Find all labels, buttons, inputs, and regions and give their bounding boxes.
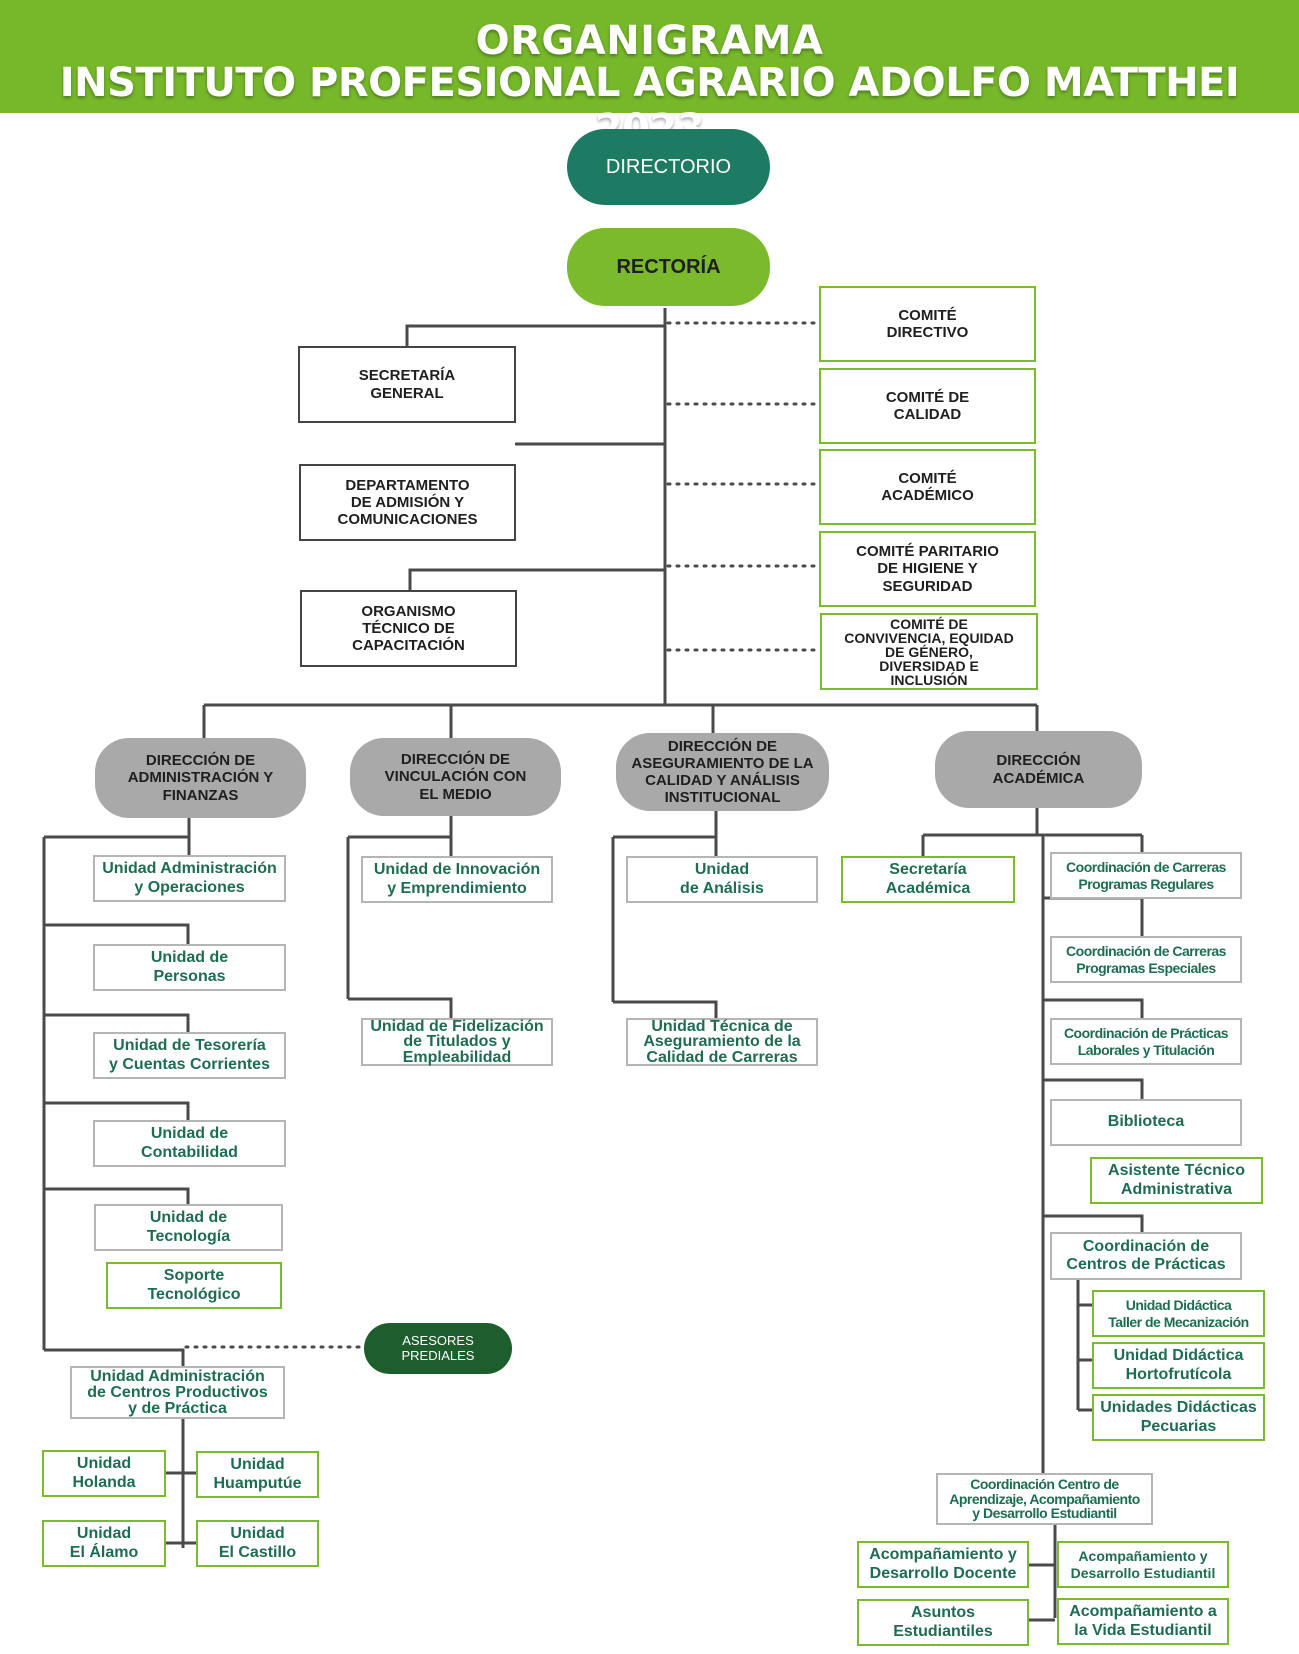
comite-directivo-box: COMITÉ DIRECTIVO bbox=[819, 286, 1036, 362]
direccion-academica-node: DIRECCIÓN ACADÉMICA bbox=[935, 731, 1142, 808]
unidad-holanda-box: Unidad Holanda bbox=[42, 1450, 166, 1497]
page-subtitle: INSTITUTO PROFESIONAL AGRARIO ADOLFO MAT… bbox=[59, 60, 1240, 152]
unidad-analisis-box: Unidad de Análisis bbox=[626, 856, 818, 903]
unidad-tecnologia-box: Unidad de Tecnología bbox=[94, 1204, 283, 1251]
organismo-tecnico-box: ORGANISMO TÉCNICO DE CAPACITACIÓN bbox=[300, 590, 517, 667]
unidad-innovacion-box: Unidad de Innovación y Emprendimiento bbox=[361, 856, 553, 903]
page-title: ORGANIGRAMA bbox=[475, 18, 824, 64]
unidad-personas-box: Unidad de Personas bbox=[93, 944, 286, 991]
direccion-vinculacion-node: DIRECCIÓN DE VINCULACIÓN CON EL MEDIO bbox=[350, 738, 561, 816]
coord-centro-aprendizaje-box: Coordinación Centro de Aprendizaje, Acom… bbox=[936, 1473, 1153, 1525]
unidad-tesoreria-box: Unidad de Tesorería y Cuentas Corrientes bbox=[93, 1032, 286, 1079]
vida-estudiantil-box: Acompañamiento a la Vida Estudiantil bbox=[1057, 1598, 1229, 1645]
coord-programas-especiales-box: Coordinación de Carreras Programas Espec… bbox=[1050, 936, 1242, 983]
comite-convivencia-box: COMITÉ DE CONVIVENCIA, EQUIDAD DE GÉNERO… bbox=[820, 613, 1038, 690]
direccion-admin-finanzas-node: DIRECCIÓN DE ADMINISTRACIÓN Y FINANZAS bbox=[95, 738, 306, 818]
unidad-taller-mecanizacion-box: Unidad Didáctica Taller de Mecanización bbox=[1092, 1290, 1265, 1337]
comite-calidad-box: COMITÉ DE CALIDAD bbox=[819, 368, 1036, 444]
acompanamiento-estudiantil-box: Acompañamiento y Desarrollo Estudiantil bbox=[1057, 1541, 1229, 1588]
comite-academico-box: COMITÉ ACADÉMICO bbox=[819, 449, 1036, 525]
unidad-hortofruticola-box: Unidad Didáctica Hortofrutícola bbox=[1092, 1342, 1265, 1389]
depto-admision-box: DEPARTAMENTO DE ADMISIÓN Y COMUNICACIONE… bbox=[299, 464, 516, 541]
biblioteca-box: Biblioteca bbox=[1050, 1099, 1242, 1146]
unidad-el-alamo-box: Unidad El Álamo bbox=[42, 1520, 166, 1567]
soporte-tecnologico-box: Soporte Tecnológico bbox=[106, 1262, 282, 1309]
secretaria-academica-box: Secretaría Académica bbox=[841, 856, 1015, 903]
coord-programas-regulares-box: Coordinación de Carreras Programas Regul… bbox=[1050, 852, 1242, 899]
directorio-node: DIRECTORIO bbox=[567, 129, 770, 205]
comite-paritario-box: COMITÉ PARITARIO DE HIGIENE Y SEGURIDAD bbox=[819, 531, 1036, 607]
acompanamiento-docente-box: Acompañamiento y Desarrollo Docente bbox=[857, 1541, 1029, 1588]
secretaria-general-box: SECRETARÍA GENERAL bbox=[298, 346, 516, 423]
asesores-prediales-node: ASESORES PREDIALES bbox=[364, 1323, 512, 1374]
direccion-aseguramiento-node: DIRECCIÓN DE ASEGURAMIENTO DE LA CALIDAD… bbox=[616, 733, 829, 811]
unidad-huamputue-box: Unidad Huamputúe bbox=[196, 1451, 319, 1498]
unidad-contabilidad-box: Unidad de Contabilidad bbox=[93, 1120, 286, 1167]
unidad-el-castillo-box: Unidad El Castillo bbox=[196, 1520, 319, 1567]
coord-practicas-laborales-box: Coordinación de Prácticas Laborales y Ti… bbox=[1050, 1018, 1242, 1065]
header-banner: ORGANIGRAMA INSTITUTO PROFESIONAL AGRARI… bbox=[0, 0, 1299, 152]
asistente-tecnico-box: Asistente Técnico Administrativa bbox=[1090, 1157, 1263, 1204]
unidad-administracion-operaciones-box: Unidad Administración y Operaciones bbox=[93, 855, 286, 902]
rectoria-node: RECTORÍA bbox=[567, 228, 770, 306]
unidad-fidelizacion-box: Unidad de Fidelización de Titulados y Em… bbox=[361, 1018, 553, 1066]
unidades-pecuarias-box: Unidades Didácticas Pecuarias bbox=[1092, 1394, 1265, 1441]
coord-centros-practicas-box: Coordinación de Centros de Prácticas bbox=[1050, 1232, 1242, 1280]
asuntos-estudiantiles-box: Asuntos Estudiantiles bbox=[857, 1599, 1029, 1646]
unidad-centros-productivos-box: Unidad Administración de Centros Product… bbox=[70, 1366, 285, 1419]
unidad-tecnica-box: Unidad Técnica de Aseguramiento de la Ca… bbox=[626, 1018, 818, 1066]
